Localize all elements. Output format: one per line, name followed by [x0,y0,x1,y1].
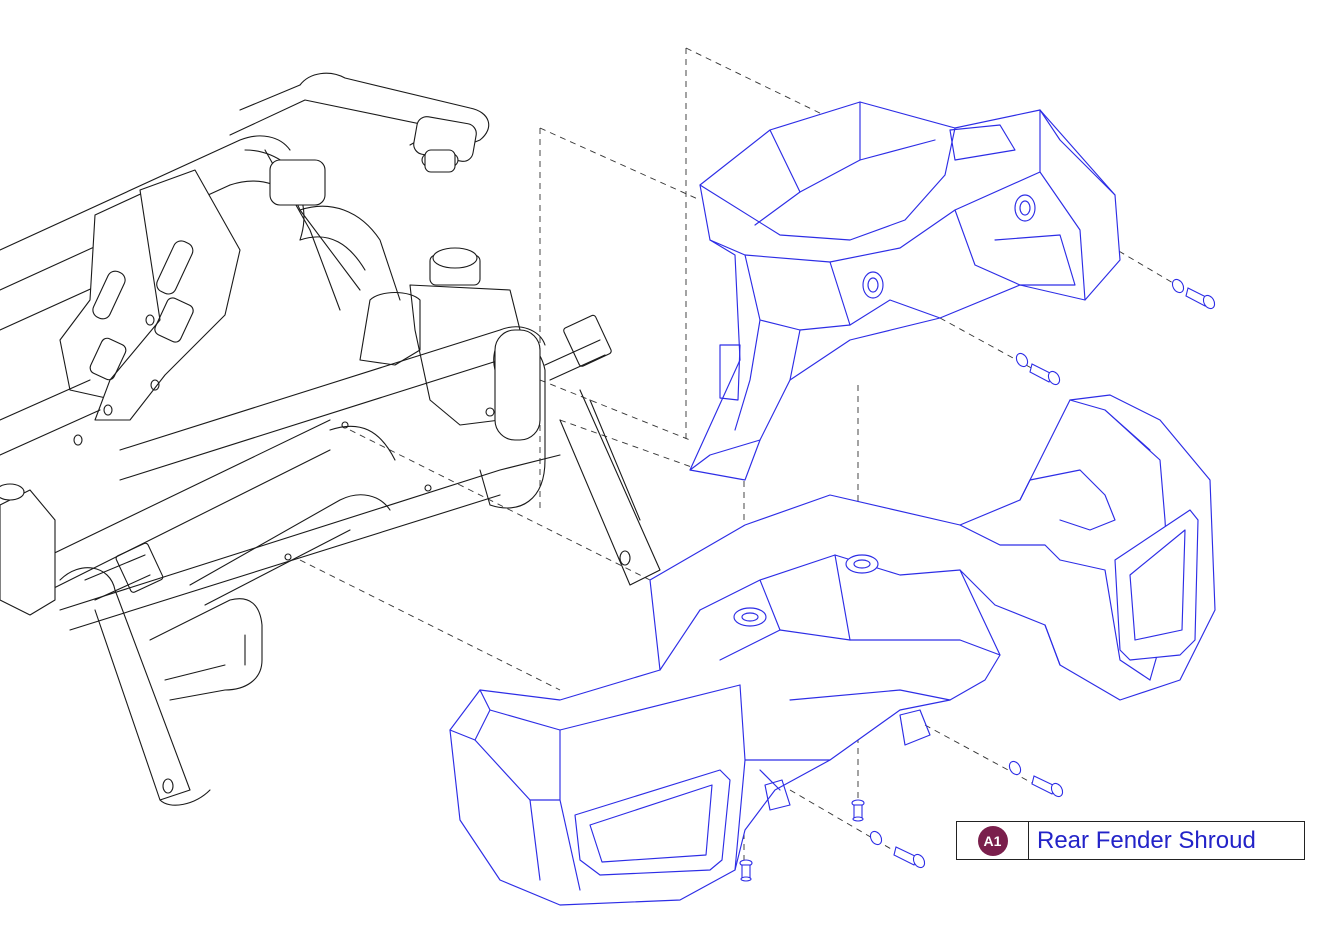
upper-fender-shroud [689,101,1121,481]
screw-vertical-2 [739,859,753,882]
legend-callout-cell: A1 [957,822,1029,859]
scooter-frame [0,72,661,806]
screw-upper-middle [1015,352,1061,386]
lower-fender-shroud [449,394,1216,906]
part-legend: A1 Rear Fender Shroud [956,821,1305,860]
callout-badge: A1 [977,825,1008,856]
screw-upper-right [1171,278,1216,310]
hardware-screws [739,278,1216,882]
screw-vertical-1 [851,799,865,822]
screw-lower-right [1008,760,1064,798]
screw-lower-middle [869,830,926,869]
part-name-label: Rear Fender Shroud [1037,826,1256,854]
